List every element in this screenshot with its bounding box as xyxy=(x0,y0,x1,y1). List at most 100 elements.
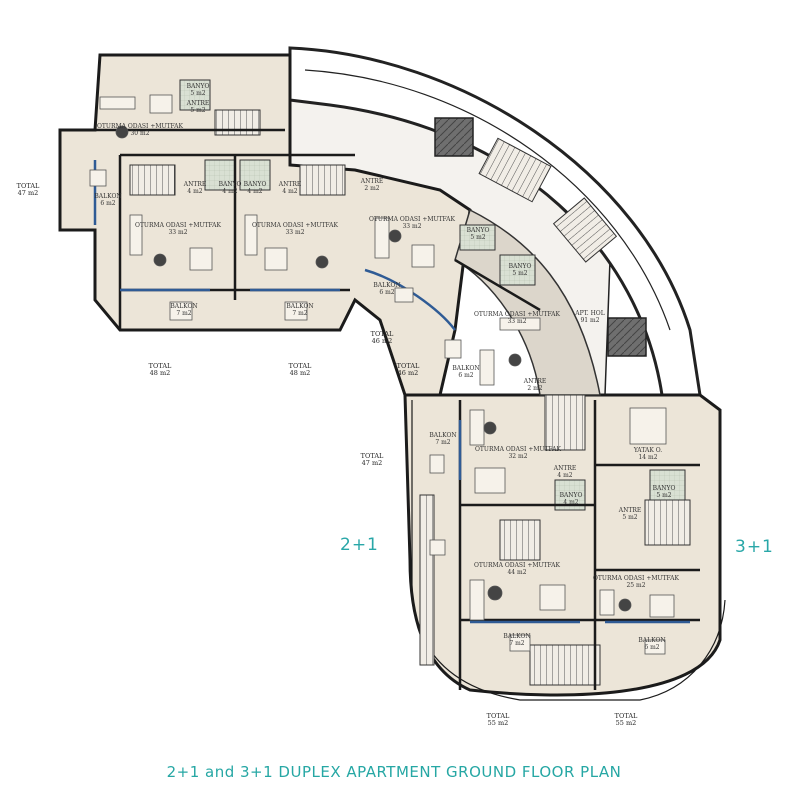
room-label-area: 91 m2 xyxy=(580,317,599,324)
room-label-name: ANTRE xyxy=(618,507,641,514)
room-label-name: OTURMA ODASI +MUTFAK xyxy=(252,222,339,229)
room-label-area: 32 m2 xyxy=(508,453,527,460)
room-label-area: 5 m2 xyxy=(470,234,485,241)
total-label-name: TOTAL xyxy=(397,362,420,370)
room-label-name: OTURMA ODASI +MUTFAK xyxy=(135,222,222,229)
total-label-name: TOTAL xyxy=(149,362,172,370)
total-label-area: 47 m2 xyxy=(362,459,383,467)
total-label-name: TOTAL xyxy=(289,362,312,370)
room-label-name: OTURMA ODASI +MUTFAK xyxy=(369,216,456,223)
room-label-area: 5 m2 xyxy=(190,90,205,97)
room-label-area: 4 m2 xyxy=(247,188,262,195)
room-label-area: 6 m2 xyxy=(379,289,394,296)
total-label-area: 55 m2 xyxy=(488,719,509,727)
room-label-area: 44 m2 xyxy=(507,569,526,576)
room-label: YATAK O.14 m2 xyxy=(633,447,662,461)
room-label-name: ANTRE xyxy=(523,378,546,385)
room-label-area: 7 m2 xyxy=(176,310,191,317)
room-label-name: ANTRE xyxy=(360,178,383,185)
room-label-area: 4 m2 xyxy=(557,472,572,479)
room-label-name: BALKON xyxy=(429,432,456,439)
room-label-name: OTURMA ODASI +MUTFAK xyxy=(475,446,562,453)
room-label-area: 25 m2 xyxy=(626,582,645,589)
room-label-area: 4 m2 xyxy=(563,499,578,506)
room-label-name: BANYO xyxy=(653,485,676,492)
room-label-name: ANTRE xyxy=(278,181,301,188)
room-label-area: 5 m2 xyxy=(190,107,205,114)
unit-type-left-label: 2+1 xyxy=(340,535,379,555)
room-label-area: 14 m2 xyxy=(638,454,657,461)
room-label-name: YATAK O. xyxy=(633,447,662,454)
room-label-area: 6 m2 xyxy=(458,372,473,379)
room-label-name: BALKON xyxy=(286,303,313,310)
room-label-name: ANTRE xyxy=(183,181,206,188)
room-label-area: 33 m2 xyxy=(402,223,421,230)
room-label-name: BALKON xyxy=(94,193,121,200)
room-label-name: BANYO xyxy=(509,263,532,270)
room-label-area: 33 m2 xyxy=(507,318,526,325)
room-label-name: OTURMA ODASI +MUTFAK xyxy=(97,123,184,130)
room-label-name: BALKON xyxy=(638,637,665,644)
building-structure xyxy=(58,46,726,701)
room-label-area: 2 m2 xyxy=(527,385,542,392)
room-label-area: 6 m2 xyxy=(100,200,115,207)
total-label-area: 48 m2 xyxy=(290,369,311,377)
total-label-area: 47 m2 xyxy=(18,189,39,197)
room-label-area: 5 m2 xyxy=(512,270,527,277)
room-label-name: BALKON xyxy=(452,365,479,372)
total-label-name: TOTAL xyxy=(371,330,394,338)
total-label-area: 55 m2 xyxy=(616,719,637,727)
room-label-area: 2 m2 xyxy=(364,185,379,192)
room-label-name: APT. HOL xyxy=(574,310,604,317)
room-label-area: 30 m2 xyxy=(130,130,149,137)
room-label-name: BANYO xyxy=(244,181,267,188)
total-label-area: 46 m2 xyxy=(372,337,393,345)
room-label-area: 33 m2 xyxy=(168,229,187,236)
plan-title: 2+1 and 3+1 DUPLEX APARTMENT GROUND FLOO… xyxy=(166,763,622,781)
total-label-name: TOTAL xyxy=(487,712,510,720)
room-label-name: BANYO xyxy=(187,83,210,90)
room-label-area: 33 m2 xyxy=(285,229,304,236)
total-label-name: TOTAL xyxy=(361,452,384,460)
room-label-area: 5 m2 xyxy=(622,514,637,521)
room-label-name: ANTRE xyxy=(186,100,209,107)
room-label-area: 4 m2 xyxy=(187,188,202,195)
room-label-area: 4 m2 xyxy=(222,188,237,195)
room-label-area: 5 m2 xyxy=(656,492,671,499)
room-label-name: BALKON xyxy=(373,282,400,289)
room-label-area: 7 m2 xyxy=(509,640,524,647)
